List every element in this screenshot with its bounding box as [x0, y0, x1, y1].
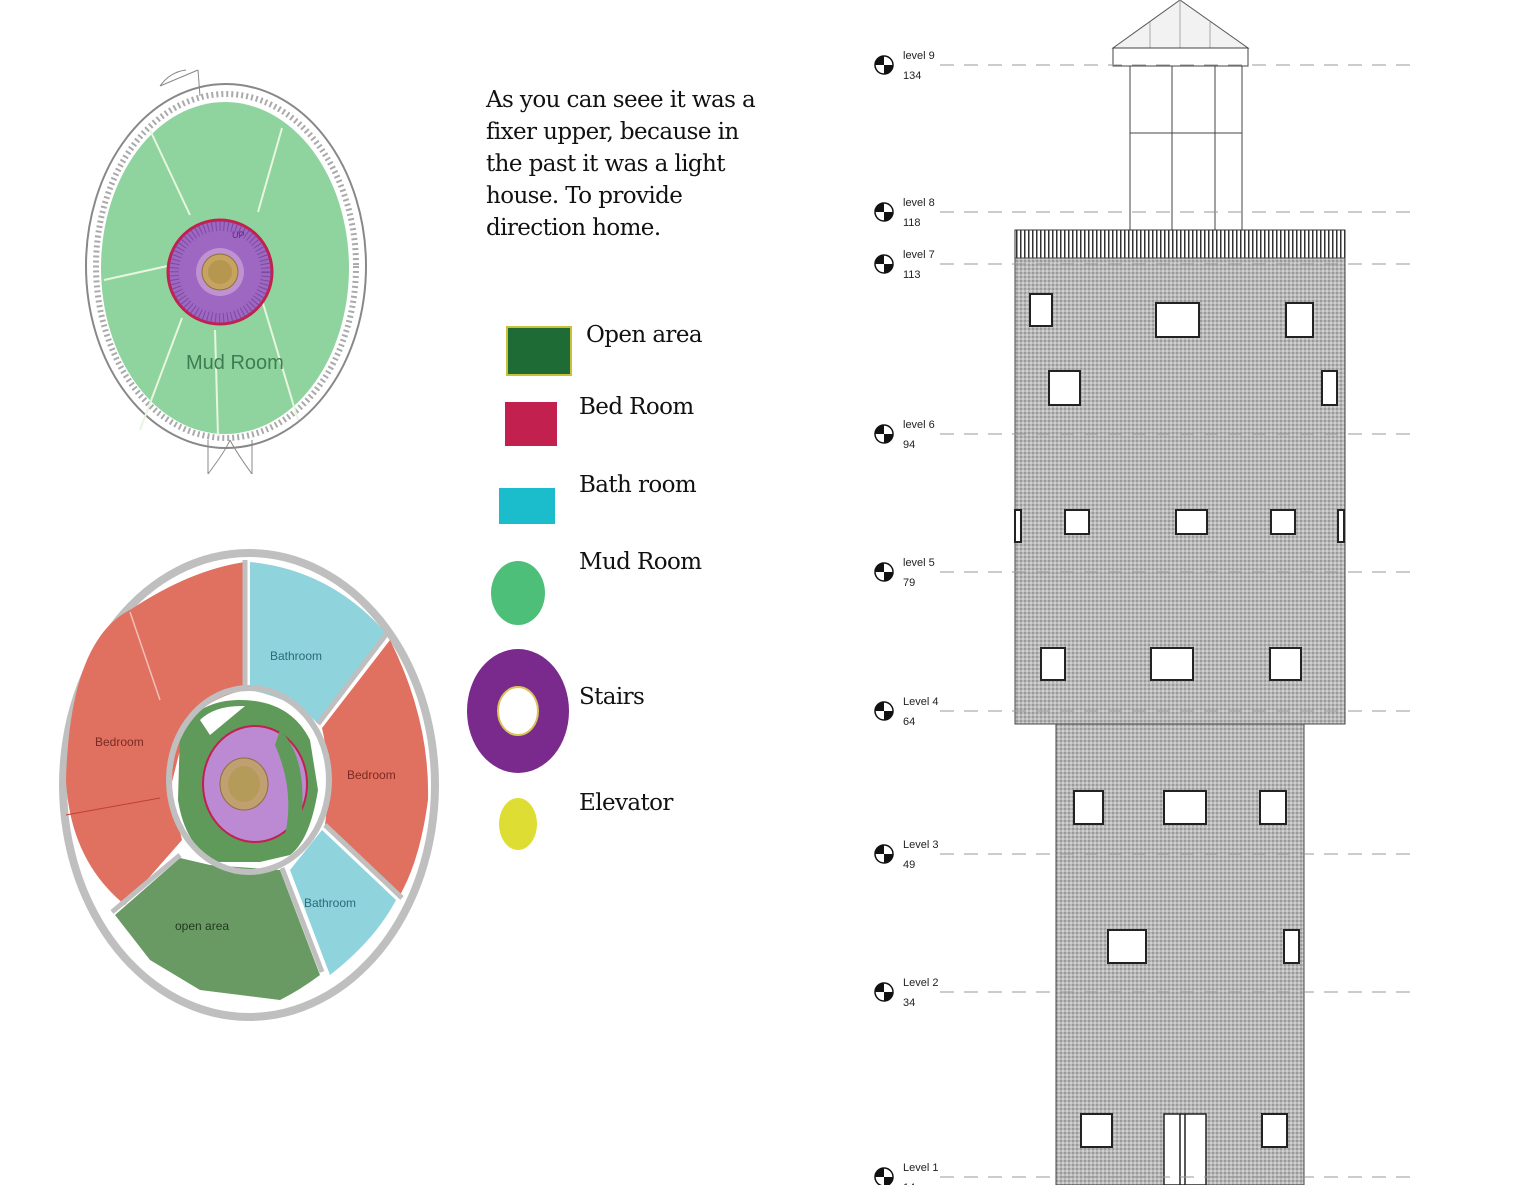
- level-marker: level 5 79: [874, 557, 935, 589]
- entrance-door: [1163, 1113, 1207, 1185]
- level-value: 113: [903, 269, 921, 281]
- level-marker: level 9 134: [874, 50, 935, 82]
- legend-label-bed-room: Bed Room: [579, 394, 694, 420]
- level-value: 14: [903, 1182, 915, 1185]
- level-marker: level 6 94: [874, 419, 935, 451]
- stair-label: UP: [232, 230, 245, 240]
- bathroom-bottom: [290, 830, 396, 975]
- level-value: 94: [903, 439, 915, 451]
- elevator-core-bottom: [228, 766, 260, 802]
- room-label-bedroom-right: Bedroom: [347, 768, 396, 782]
- description-text: As you can seee it was a fixer upper, be…: [486, 87, 756, 241]
- level-name: level 5: [903, 557, 935, 569]
- level-value: 64: [903, 716, 915, 728]
- level-value: 34: [903, 997, 915, 1009]
- level-marker: level 8 118: [874, 197, 935, 229]
- mud-room-label: Mud Room: [186, 352, 284, 374]
- legend-label-mud-room: Mud Room: [579, 549, 702, 575]
- open-area-bottom: [115, 858, 320, 1000]
- level-marker: level 7 113: [874, 249, 935, 281]
- level-value: 118: [903, 217, 921, 229]
- legend-label-stairs: Stairs: [579, 684, 645, 710]
- level-marker: Level 4 64: [874, 696, 938, 728]
- level-name: Level 1: [903, 1162, 938, 1174]
- lantern-room: [1112, 47, 1249, 233]
- plan-bottom: Bathroom Bedroom Bedroom Bathroom open a…: [59, 549, 439, 1021]
- lantern-roof: [1111, 0, 1250, 49]
- level-lines: [940, 64, 1420, 1178]
- room-label-bedroom-left: Bedroom: [95, 735, 144, 749]
- legend-label-elevator: Elevator: [579, 790, 673, 816]
- level-value: 134: [903, 70, 921, 82]
- mud-room-swatch: [491, 561, 545, 625]
- windows: [1014, 293, 1345, 1148]
- door-swing-top: [159, 69, 201, 97]
- bedroom-left: [66, 562, 245, 905]
- legend-label-bath-room: Bath room: [579, 472, 697, 498]
- room-label-open-area: open area: [175, 919, 229, 933]
- level-value: 49: [903, 859, 915, 871]
- level-name: level 8: [903, 197, 935, 209]
- bath-room-swatch: [499, 488, 555, 524]
- level-name: level 9: [903, 50, 935, 62]
- bathroom-top: [250, 562, 385, 724]
- room-label-bathroom-bottom: Bathroom: [304, 896, 356, 910]
- gallery-railing: [1014, 229, 1346, 261]
- door-swing-bottom: [207, 439, 253, 475]
- level-value: 79: [903, 577, 915, 589]
- plan-top: UP Mud Room: [85, 69, 367, 475]
- partition-lines: [103, 127, 299, 437]
- bed-room-swatch: [505, 402, 557, 446]
- level-name: level 7: [903, 249, 935, 261]
- level-name: Level 4: [903, 696, 938, 708]
- bedroom-right: [322, 640, 429, 895]
- open-area-swatch: [506, 326, 572, 376]
- level-marker: Level 2 34: [874, 977, 938, 1009]
- legend-label-open-area: Open area: [586, 322, 703, 348]
- stairs-swatch: [467, 649, 569, 773]
- level-name: level 6: [903, 419, 935, 431]
- outer-wall: [85, 83, 367, 449]
- level-marker: Level 1 14: [874, 1162, 938, 1185]
- level-name: Level 2: [903, 977, 938, 989]
- elevator-swatch: [499, 798, 537, 850]
- room-label-bathroom-top: Bathroom: [270, 649, 322, 663]
- level-name: Level 3: [903, 839, 938, 851]
- level-marker: Level 3 49: [874, 839, 938, 871]
